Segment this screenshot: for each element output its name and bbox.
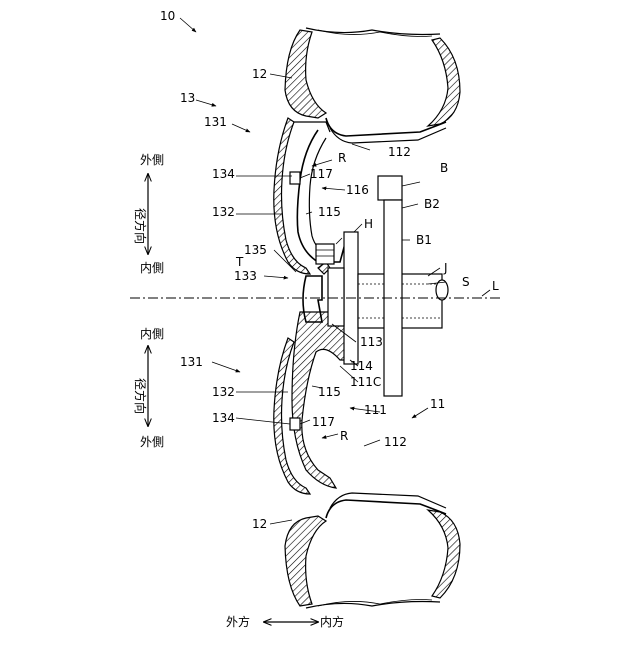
label-B1: B1 [416, 233, 432, 247]
label-radial-out-bottom: 外側 [140, 435, 164, 449]
label-113: 113 [360, 335, 383, 349]
label-B2: B2 [424, 197, 440, 211]
label-L: L [492, 279, 499, 293]
label-112-bottom: 112 [384, 435, 407, 449]
label-134-bottom: 134 [212, 411, 235, 425]
label-axial-in: 内方 [320, 614, 344, 629]
label-133: 133 [234, 269, 257, 283]
tire-bottom [285, 510, 460, 608]
label-115-top: 115 [318, 205, 341, 219]
label-tire-12-top: 12 [252, 67, 267, 81]
rim-top [326, 118, 446, 143]
label-fig-10: 10 [160, 9, 175, 23]
rim-bottom [326, 493, 446, 518]
label-tire-12-bottom: 12 [252, 517, 267, 531]
axle [358, 274, 448, 328]
label-117-top: 117 [310, 167, 333, 181]
tire-top [285, 28, 460, 126]
label-131-top: 131 [204, 115, 227, 129]
label-T: T [235, 255, 244, 269]
label-R-top: R [338, 151, 346, 165]
label-radial-out-top: 外側 [140, 153, 164, 167]
label-radial-in-top: 内側 [140, 261, 164, 275]
label-11: 11 [430, 397, 445, 411]
label-13: 13 [180, 91, 195, 105]
label-H: H [364, 217, 373, 231]
label-112-top: 112 [388, 145, 411, 159]
label-134-top: 134 [212, 167, 235, 181]
wheel-disc-top [290, 130, 352, 262]
label-111: 111 [364, 403, 387, 417]
label-radial-dir-top: 径方向 [133, 208, 148, 244]
label-radial-in-bottom: 内側 [140, 327, 164, 341]
label-radial-dir-bottom: 径方向 [133, 378, 148, 414]
label-131-bottom: 131 [180, 355, 203, 369]
label-S: S [462, 275, 470, 289]
label-135: 135 [244, 243, 267, 257]
label-J: J [443, 261, 448, 275]
label-B: B [440, 161, 448, 175]
label-132-top: 132 [212, 205, 235, 219]
label-115-bottom: 115 [318, 385, 341, 399]
label-111C: 111C [350, 375, 381, 389]
label-116: 116 [346, 183, 369, 197]
wheel-disc-bottom [290, 312, 352, 488]
label-R-bottom: R [340, 429, 348, 443]
label-axial-out: 外方 [226, 614, 250, 629]
label-114: 114 [350, 359, 373, 373]
label-117-bottom: 117 [312, 415, 335, 429]
label-132-bottom: 132 [212, 385, 235, 399]
